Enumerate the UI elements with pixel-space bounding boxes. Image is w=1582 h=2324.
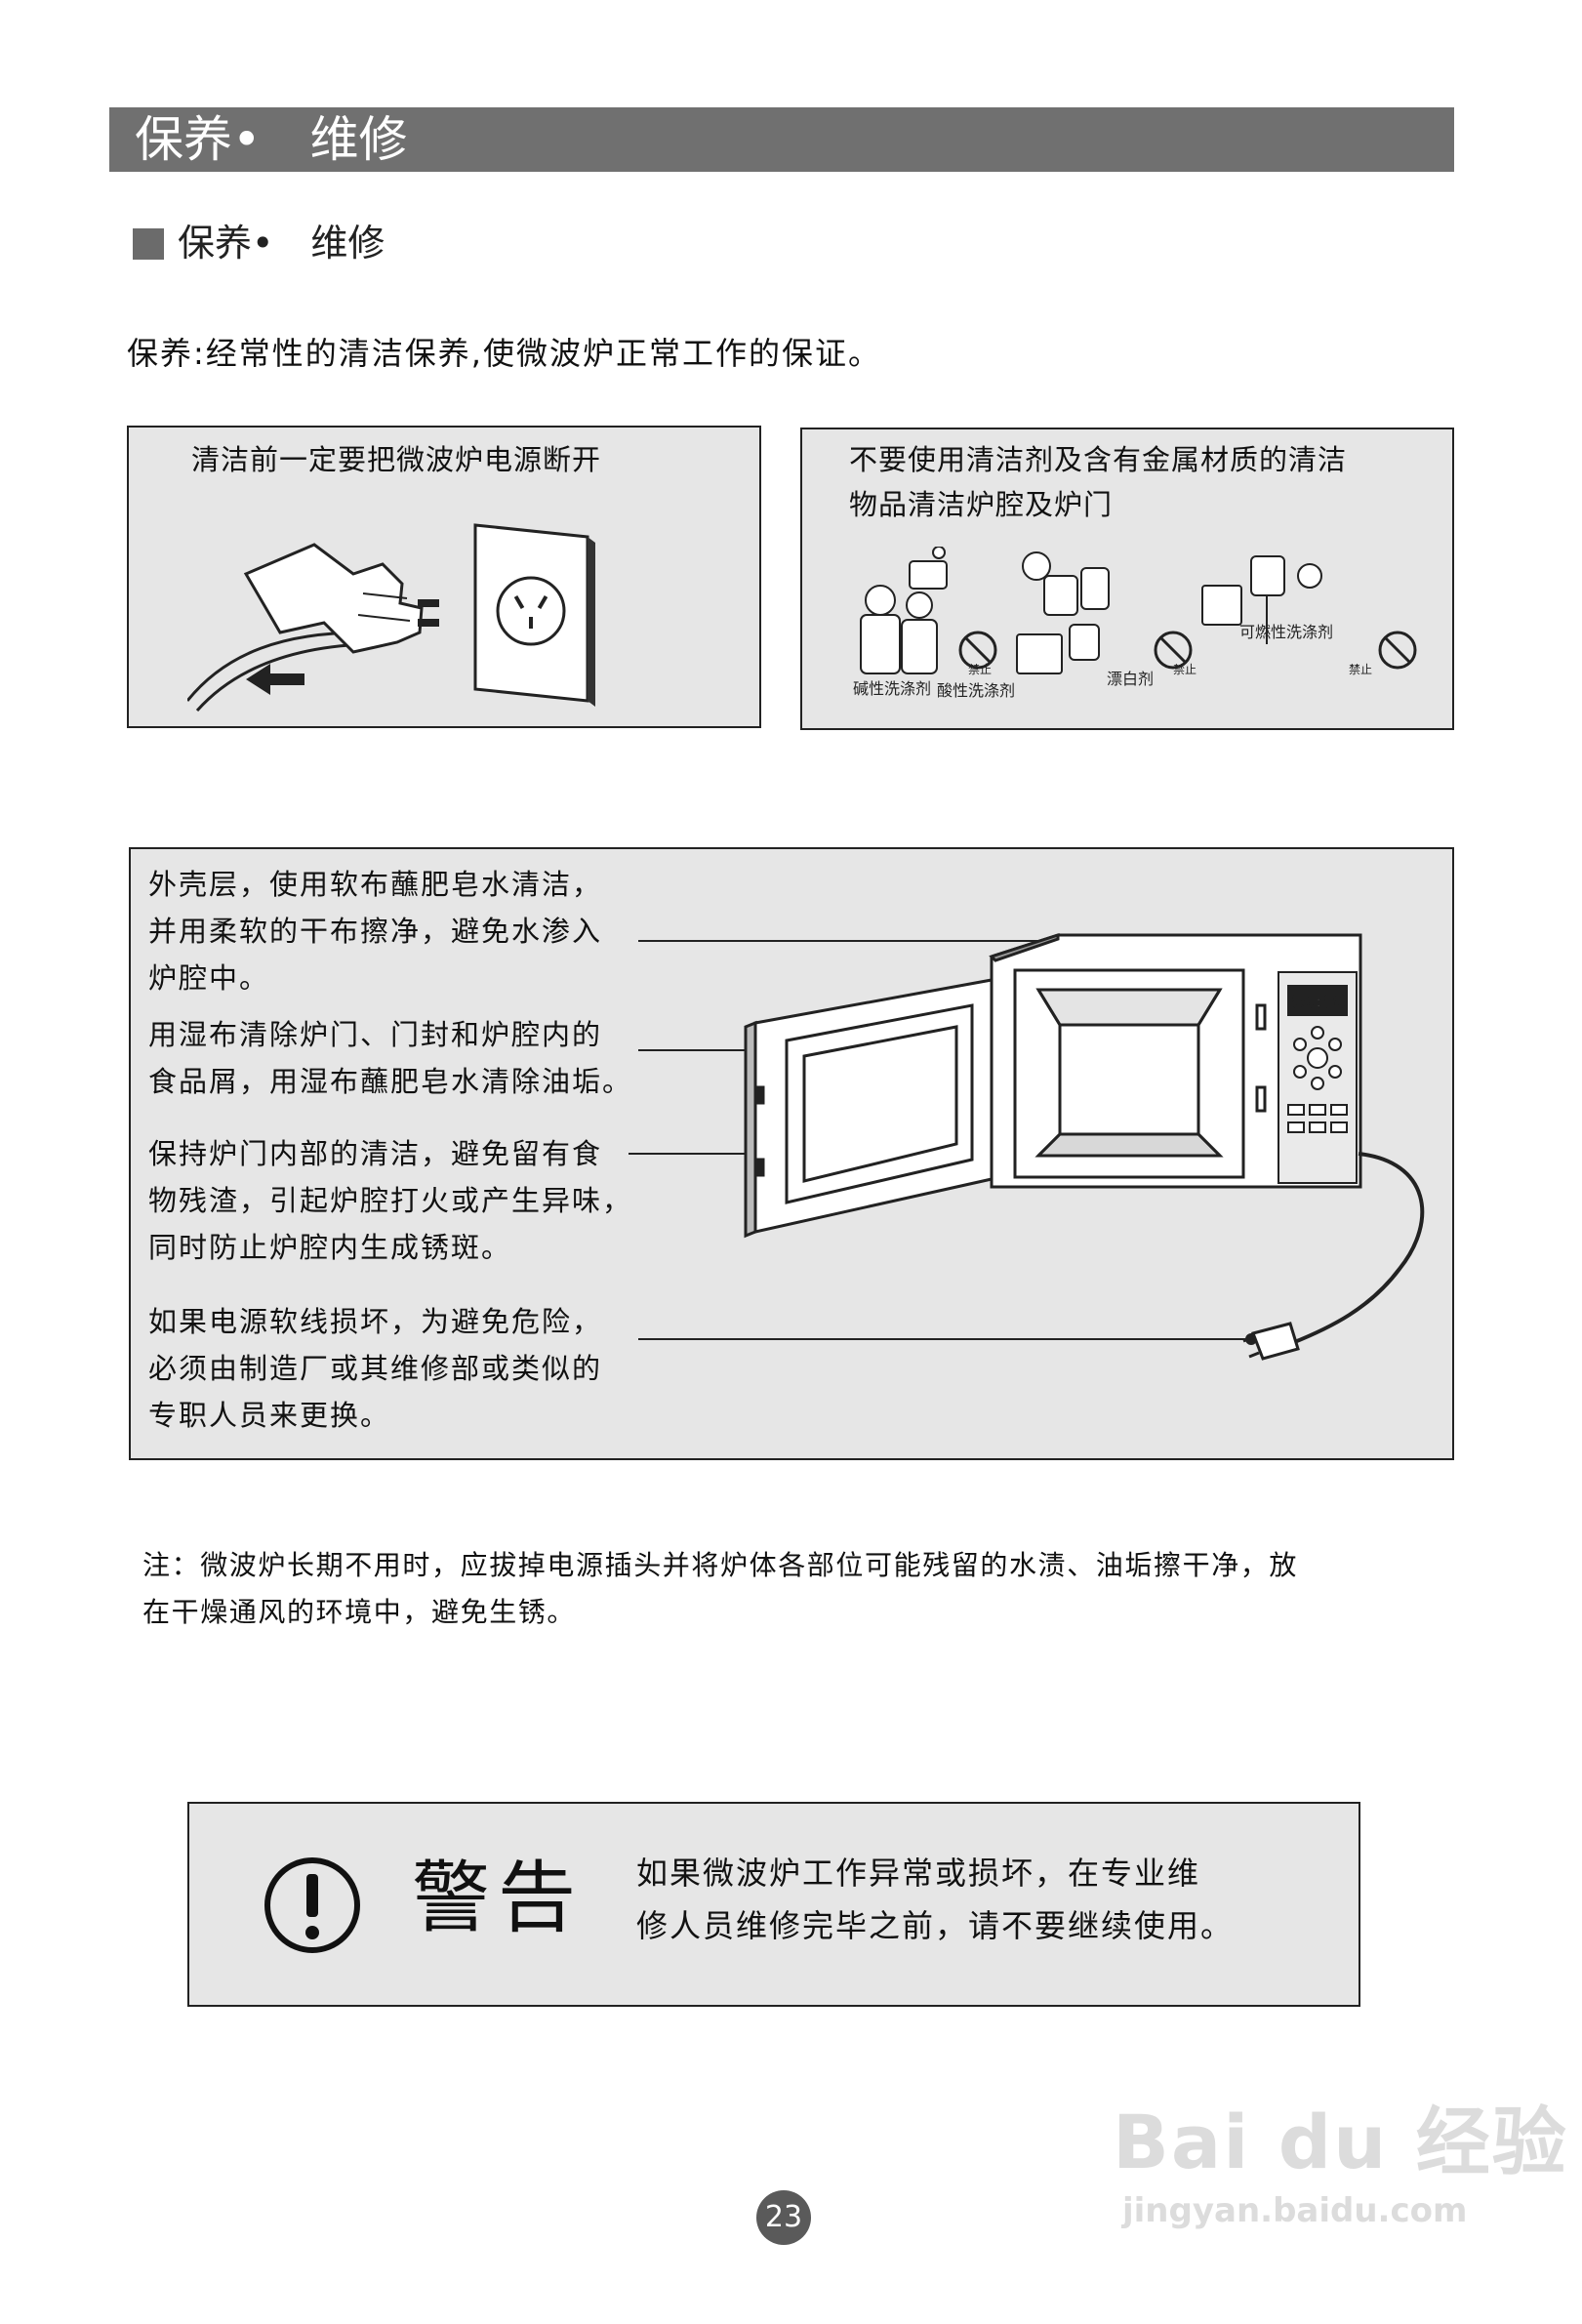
exclamation-circle-icon (264, 1857, 360, 1953)
callout-line: 必须由制造厂或其维修部或类似的 (148, 1352, 603, 1385)
label-acidic: 酸性洗涤剂 (937, 681, 1016, 700)
header-bar: 保养• 维修 (109, 107, 1454, 172)
note-line-1: 注：微波炉长期不用时，应拔掉电源插头并将炉体各部位可能残留的水渍、油垢擦干净，放 (142, 1549, 1299, 1581)
header-title: 保养• 维修 (135, 111, 408, 168)
label-forbidden: 禁止 (1173, 663, 1197, 676)
prohibited-icon (958, 631, 997, 670)
callout-line: 炉腔中。 (148, 961, 270, 995)
no-detergent-panel: 不要使用清洁剂及含有金属材质的清洁 物品清洁炉腔及炉门 (800, 428, 1454, 730)
left-arrow-icon (246, 664, 304, 695)
callout-line: 食品屑，用湿布蘸肥皂水清除油垢。 (148, 1065, 633, 1098)
callout-power-cord: 如果电源软线损坏，为避免危险， 必须由制造厂或其维修部或类似的 专职人员来更换。 (148, 1298, 602, 1439)
watermark-url: jingyan.baidu.com (1122, 2191, 1468, 2230)
callout-line: 物残渣，引起炉腔打火或产生异味， (148, 1184, 633, 1217)
callout-line: 用湿布清除炉门、门封和炉腔内的 (148, 1018, 603, 1051)
callout-line: 外壳层，使用软布蘸肥皂水清洁， (148, 868, 603, 901)
label-alkaline: 碱性洗涤剂 (853, 679, 932, 698)
warning-line-2: 修人员维修完毕之前，请不要继续使用。 (636, 1907, 1235, 1944)
display-readout: 88:88 (1292, 992, 1345, 1012)
intro-text: 保养:经常性的清洁保养,使微波炉正常工作的保证。 (127, 335, 881, 372)
microwave-door (744, 978, 994, 1239)
microwave-illustration: 88:88 (629, 932, 1425, 1361)
unplug-text: 清洁前一定要把微波炉电源断开 (191, 443, 602, 476)
prohibited-icon (1378, 631, 1417, 670)
warning-text: 如果微波炉工作异常或损坏，在专业维 修人员维修完毕之前，请不要继续使用。 (636, 1847, 1234, 1952)
warning-line-1: 如果微波炉工作异常或损坏，在专业维 (636, 1855, 1201, 1892)
microwave-body (989, 932, 1362, 1189)
section-title: 保养• 维修 (178, 222, 385, 265)
label-bleach: 漂白剂 (1107, 670, 1155, 688)
note-line-2: 在干燥通风的环境中，避免生锈。 (142, 1596, 577, 1628)
power-cord (1291, 1152, 1425, 1345)
warning-box: 警告 如果微波炉工作异常或损坏，在专业维 修人员维修完毕之前，请不要继续使用。 (187, 1802, 1360, 2007)
callout-line: 如果电源软线损坏，为避免危险， (148, 1305, 603, 1338)
no-detergent-line2: 物品清洁炉腔及炉门 (849, 488, 1114, 521)
callout-door-seal: 用湿布清除炉门、门封和炉腔内的 食品屑，用湿布蘸肥皂水清除油垢。 (148, 1011, 632, 1105)
callout-line: 同时防止炉腔内生成锈斑。 (148, 1231, 512, 1264)
page-number: 23 (756, 2190, 811, 2245)
watermark-logo: Bai du 经验 (1113, 2099, 1568, 2185)
plug-icon (1242, 1322, 1300, 1361)
callout-line: 专职人员来更换。 (148, 1399, 391, 1432)
callout-line: 保持炉门内部的清洁，避免留有食 (148, 1137, 603, 1170)
label-flammable: 可燃性洗涤剂 (1239, 623, 1334, 641)
warning-title: 警告 (412, 1853, 584, 1943)
callout-door-inner: 保持炉门内部的清洁，避免留有食 物残渣，引起炉腔打火或产生异味， 同时防止炉腔内… (148, 1130, 632, 1271)
unplug-panel: 清洁前一定要把微波炉电源断开 (127, 426, 761, 728)
unplug-illustration (187, 523, 595, 712)
no-detergent-line1: 不要使用清洁剂及含有金属材质的清洁 (849, 443, 1348, 476)
label-forbidden: 禁止 (968, 663, 993, 676)
socket-icon (473, 523, 595, 707)
storage-note: 注：微波炉长期不用时，应拔掉电源插头并将炉体各部位可能残留的水渍、油垢擦干净，放… (142, 1542, 1450, 1636)
cleaning-diagram-panel: 外壳层，使用软布蘸肥皂水清洁， 并用柔软的干布擦净，避免水渗入 炉腔中。 用湿布… (129, 847, 1454, 1460)
section-square-icon (133, 228, 164, 260)
prohibited-icon (1154, 631, 1193, 670)
callout-line: 并用柔软的干布擦净，避免水渗入 (148, 915, 603, 948)
detergent-illustration (860, 547, 1417, 674)
control-panel: 88:88 (1278, 971, 1358, 1184)
callout-exterior: 外壳层，使用软布蘸肥皂水清洁， 并用柔软的干布擦净，避免水渗入 炉腔中。 (148, 861, 602, 1001)
label-forbidden: 禁止 (1349, 663, 1373, 676)
